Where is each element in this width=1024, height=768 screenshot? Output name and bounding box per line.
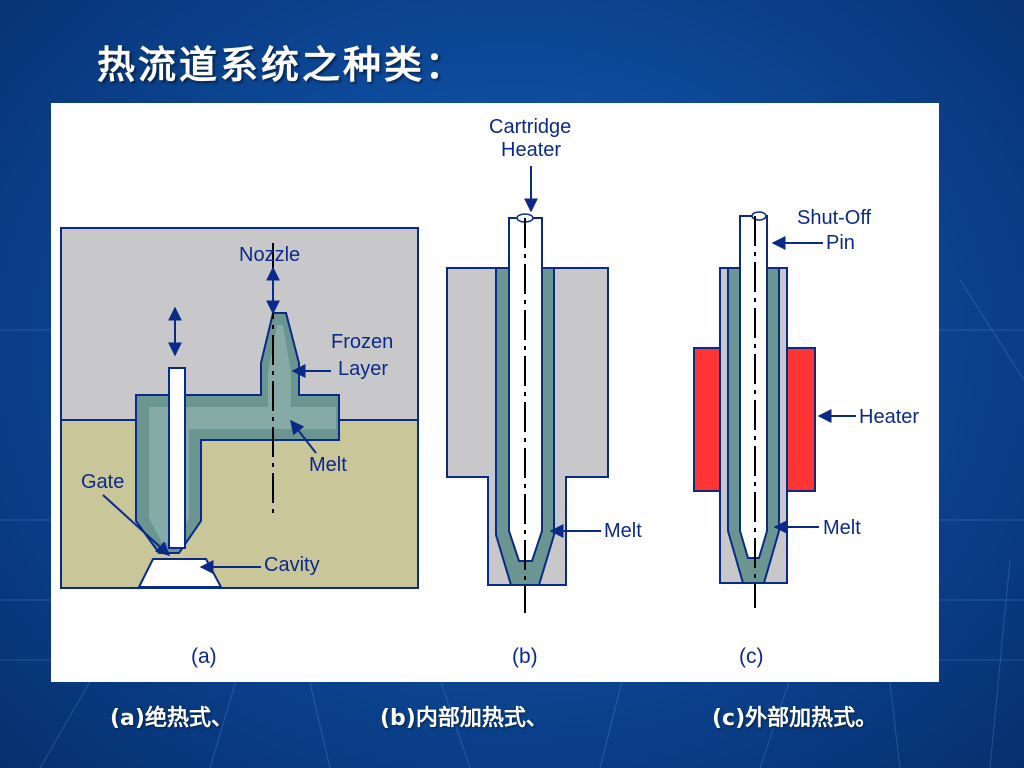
label-melt-b: Melt xyxy=(604,520,642,542)
diagram-a: Nozzle Frozen Layer Melt Gate Cavity (a) xyxy=(60,227,419,668)
caption-external-heated: (c)外部加热式。 xyxy=(712,706,878,731)
slide-title: 热流道系统之种类： xyxy=(97,42,467,87)
shutoff-pin xyxy=(739,215,768,559)
label-shutoff-1: Shut-Off xyxy=(797,207,872,229)
label-gate: Gate xyxy=(81,471,124,493)
diagram-b: Cartridge Heater Melt (b) xyxy=(446,116,642,668)
label-cartridge-1: Cartridge xyxy=(489,116,571,138)
caption-a-label: (a) xyxy=(191,645,217,668)
melt-channel-a xyxy=(149,325,336,543)
label-cavity: Cavity xyxy=(264,554,320,576)
label-shutoff-2: Pin xyxy=(826,232,855,254)
label-frozen-layer-2: Layer xyxy=(338,358,388,380)
cavity-shape xyxy=(137,558,223,588)
label-cartridge-2: Heater xyxy=(501,139,561,161)
label-heater: Heater xyxy=(859,406,919,428)
label-melt-c: Melt xyxy=(823,517,861,539)
heater-right xyxy=(786,347,816,492)
label-nozzle: Nozzle xyxy=(239,244,300,266)
caption-b-label: (b) xyxy=(512,645,538,668)
label-melt-a: Melt xyxy=(309,454,347,476)
label-frozen-layer-1: Frozen xyxy=(331,331,393,353)
mold-cavity-plate xyxy=(60,419,419,589)
cartridge-heater-b xyxy=(508,217,543,562)
hot-runner-diagram: Nozzle Frozen Layer Melt Gate Cavity (a)… xyxy=(51,103,939,682)
diagram-c: Shut-Off Pin Heater Melt (c) xyxy=(693,207,919,668)
nozzle-probe-a xyxy=(168,367,186,549)
hot-runner-diagram-svg: Nozzle Frozen Layer Melt Gate Cavity (a)… xyxy=(60,116,919,668)
caption-insulated: (a)绝热式、 xyxy=(110,706,233,731)
caption-internal-heated: (b)内部加热式、 xyxy=(380,706,548,731)
caption-c-label: (c) xyxy=(739,645,764,668)
mold-upper-block xyxy=(60,227,419,421)
